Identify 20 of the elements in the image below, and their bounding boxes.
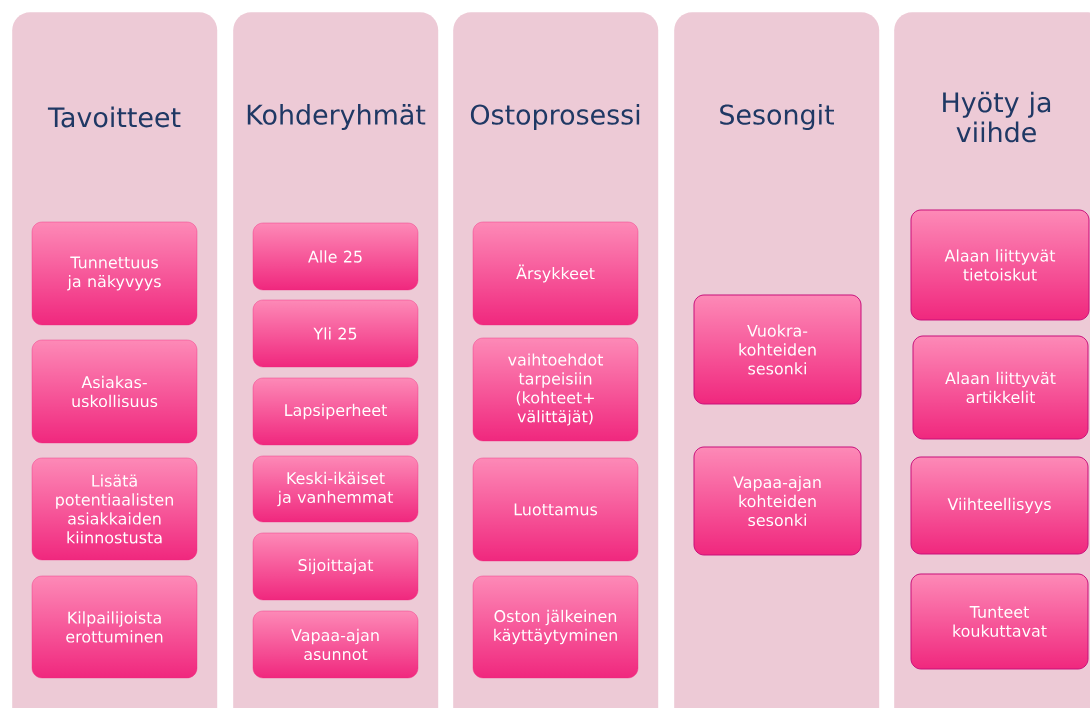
item-box: Oston jälkeinen käyttäytyminen xyxy=(472,575,639,679)
item-box: Kilpailijoista erottuminen xyxy=(31,575,198,679)
item-box: Lapsiperheet xyxy=(252,377,419,446)
item-box: Tunteet koukuttavat xyxy=(910,573,1089,670)
item-box: Tunnettuus ja näkyvyys xyxy=(31,221,198,326)
item-box: Lisätä potentiaalisten asiakkaiden kiinnostusta xyxy=(31,457,198,561)
item-box: Yli 25 xyxy=(252,299,419,368)
item-box: Alaan liittyvät artikkelit xyxy=(912,335,1089,440)
item-box: Alle 25 xyxy=(252,222,419,291)
item-box: Luottamus xyxy=(472,457,639,562)
item-box: Vuokra- kohteiden sesonki xyxy=(693,294,862,405)
item-box: Sijoittajat xyxy=(252,532,419,601)
item-box: Keski-ikäiset ja vanhemmat xyxy=(252,455,419,523)
item-box: Alaan liittyvät tietoiskut xyxy=(910,209,1090,321)
item-box: Viihteellisyys xyxy=(910,456,1089,555)
item-box: Asiakas- uskollisuus xyxy=(31,339,198,444)
item-box: vaihtoehdot tarpeisiin (kohteet+ välittäjät) xyxy=(472,337,639,442)
item-box: Ärsykkeet xyxy=(472,221,639,326)
item-box: Vapaa-ajan asunnot xyxy=(252,610,419,679)
item-box: Vapaa-ajan kohteiden sesonki xyxy=(693,446,862,556)
